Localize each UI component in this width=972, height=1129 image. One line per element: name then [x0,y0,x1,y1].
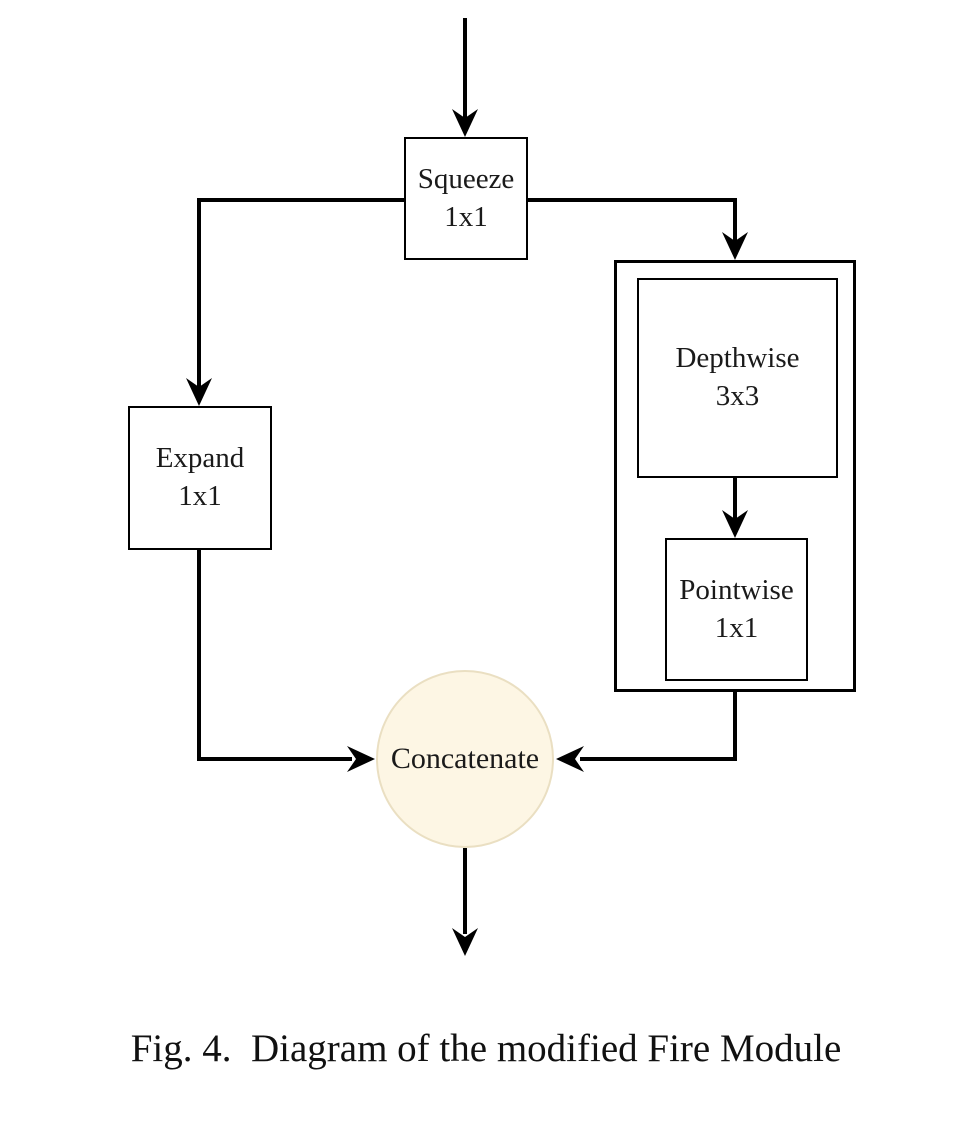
node-squeeze-label: Squeeze [417,162,515,195]
node-pointwise-kernel: 1x1 [714,611,759,644]
node-depthwise-label: Depthwise [675,342,800,375]
edge-concatenate-to-output [452,848,478,956]
edge-input-to-squeeze [452,18,478,137]
edge-expand-to-concatenate [197,550,375,772]
node-concatenate-label: Concatenate [390,742,540,775]
node-depthwise-kernel: 3x3 [715,380,760,412]
edge-depthwise-to-pointwise [722,478,748,538]
node-expand-kernel: 1x1 [178,480,222,512]
node-squeeze-kernel: 1x1 [444,200,488,233]
depthwise-separable-group [614,260,856,692]
figure-caption: Fig. 4. Diagram of the modified Fire Mod… [130,1027,842,1070]
node-squeeze: Squeeze 1x1 [404,137,528,260]
node-pointwise-label: Pointwise [679,573,794,606]
node-concatenate: Concatenate [376,670,554,848]
node-expand: Expand 1x1 [128,406,272,550]
edge-squeeze-to-expand [186,198,404,406]
edge-group-to-concatenate [556,692,737,772]
node-expand-label: Expand [155,442,245,475]
edge-squeeze-to-group [528,198,748,260]
node-depthwise: Depthwise 3x3 [637,278,838,478]
node-pointwise: Pointwise 1x1 [665,538,808,681]
